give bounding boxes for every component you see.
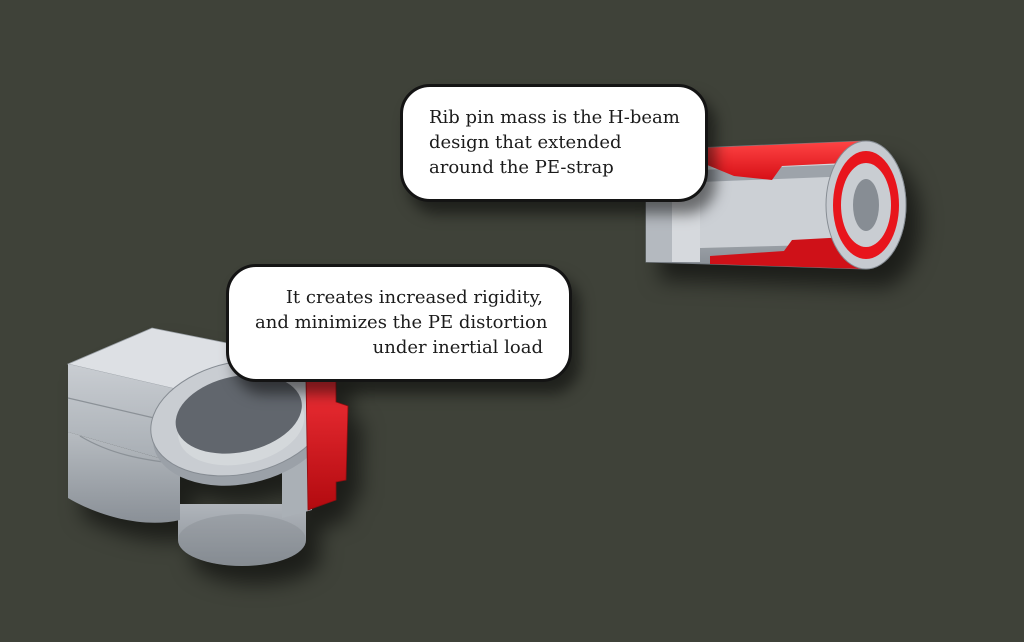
callout-rigidity-line1: It creates increased rigidity, [285, 287, 543, 308]
lug-clevis-illustration [50, 302, 362, 574]
callout-rigidity: It creates increased rigidity, and minim… [226, 264, 572, 382]
callout-hbeam-line2: design that extended [429, 132, 622, 154]
pe-strap-red-liner [700, 141, 866, 269]
sleeve-end-face [825, 140, 907, 270]
lug-clevis-svg [66, 327, 349, 566]
callout-hbeam-line3: around the PE-strap [429, 157, 614, 179]
callout-rigidity-line3: under inertial load [372, 337, 543, 359]
lug-bore-ring [150, 359, 331, 486]
callout-hbeam-line1: Rib pin mass is the H-beam [429, 107, 680, 128]
lug-pedestal [178, 504, 306, 566]
callout-hbeam: Rib pin mass is the H-beam design that e… [400, 84, 708, 202]
pe-strap-red-face [305, 365, 349, 511]
callout-rigidity-line2: and minimizes the PE distortion [255, 312, 548, 334]
